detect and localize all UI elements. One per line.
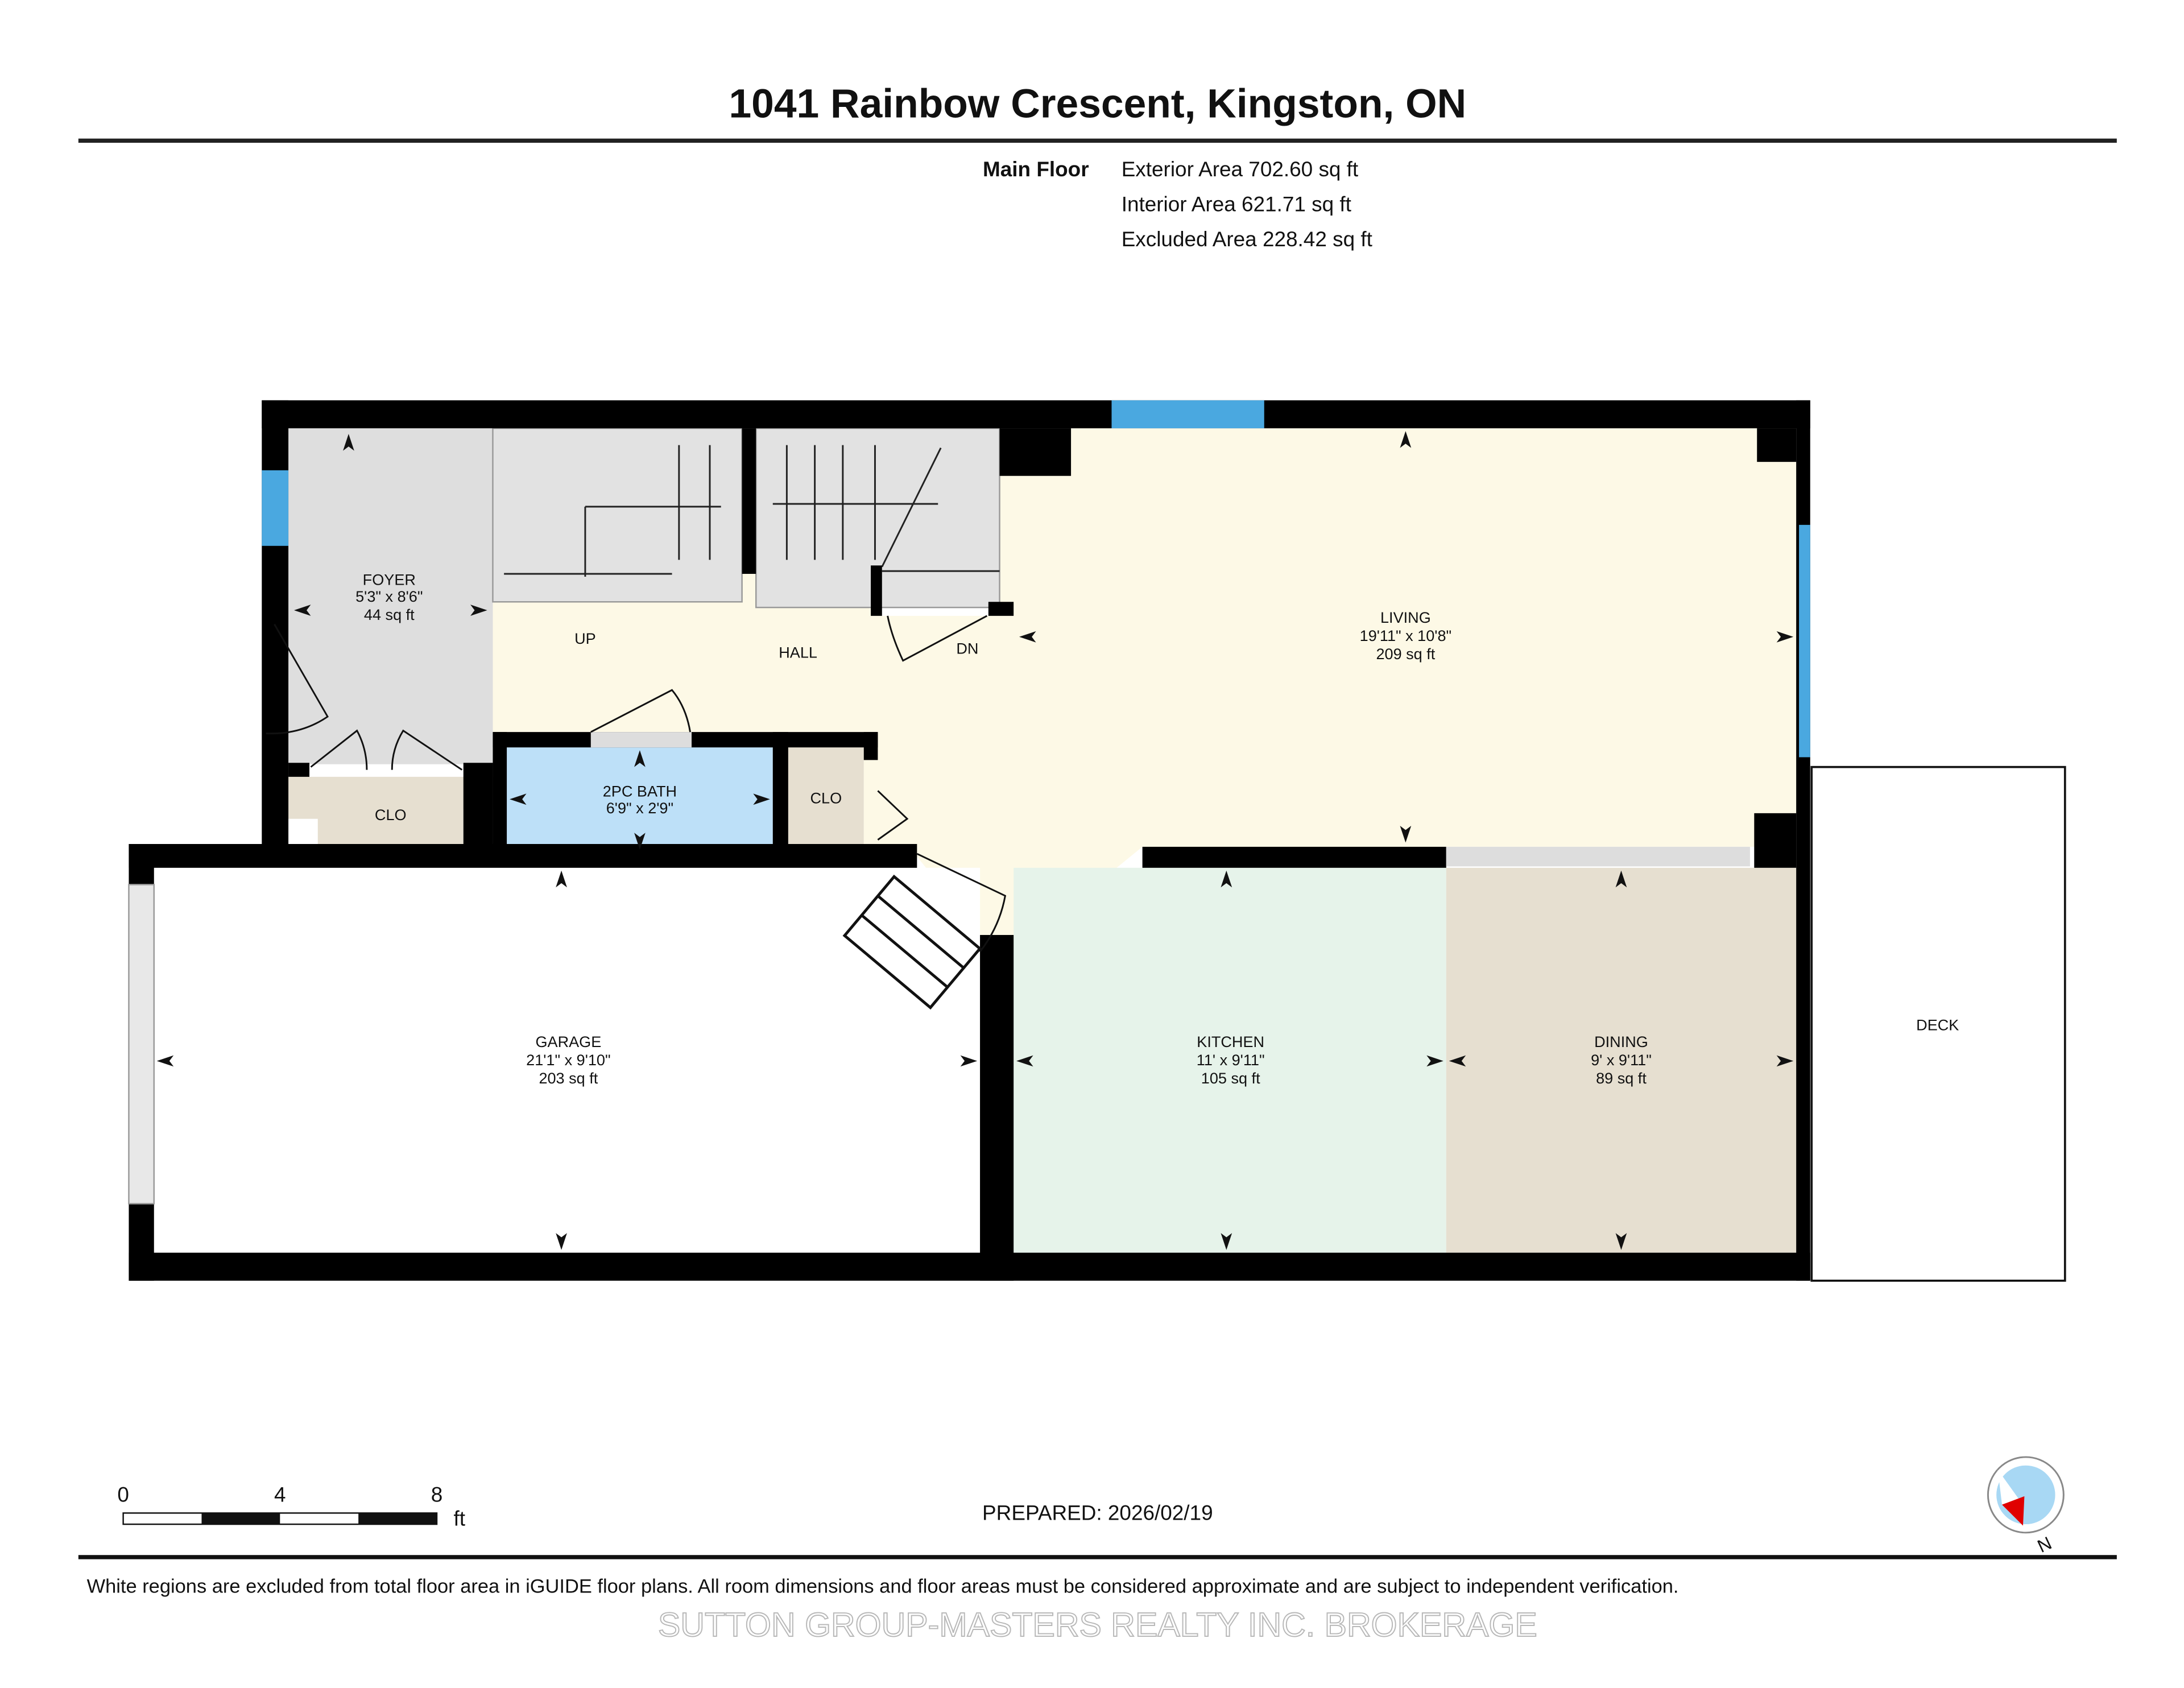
foyer-area: 44 sq ft (364, 606, 415, 623)
scale-bar: 0 4 8 ft (117, 1483, 465, 1530)
bath-fill (507, 747, 773, 853)
hall-closet-label: CLO (810, 789, 842, 807)
foyer-dims: 5'3" x 8'6" (355, 588, 423, 605)
dining-fill (1446, 867, 1797, 1253)
floor-name: Main Floor (983, 158, 1089, 181)
stairs-up-label: UP (574, 630, 596, 647)
dining-label: DINING (1594, 1033, 1648, 1050)
page-title: 1041 Rainbow Crescent, Kingston, ON (729, 81, 1466, 127)
deck-outline (1810, 766, 2066, 1282)
living-hall-fill (493, 428, 1797, 952)
scale-unit: ft (454, 1507, 466, 1530)
kitchen-label: KITCHEN (1197, 1033, 1264, 1050)
bath-label: 2PC BATH (603, 782, 677, 800)
dimension-arrows (156, 431, 1794, 1250)
kitchen-fill (1014, 867, 1446, 1253)
header-divider (78, 138, 2117, 143)
hall-label: HALL (779, 644, 817, 661)
deck-label: DECK (1916, 1016, 1959, 1033)
disclaimer: White regions are excluded from total fl… (87, 1576, 1679, 1598)
living-area: 209 sq ft (1376, 645, 1435, 663)
living-dims: 19'11" x 10'8" (1360, 627, 1451, 644)
garage-steps (842, 874, 982, 1010)
floor-plan: FOYER 5'3" x 8'6" 44 sq ft UP HALL DN LI… (128, 400, 2066, 1282)
dining-dims: 9' x 9'11" (1591, 1051, 1652, 1069)
scale-tick-8: 8 (431, 1483, 443, 1507)
stairs-up (492, 427, 743, 603)
stairs-down-label: DN (956, 639, 978, 657)
garage-label: GARAGE (535, 1033, 601, 1050)
foyer-closet-fill (288, 776, 493, 853)
kitchen-dining-opening (1446, 846, 1750, 867)
bath-dims: 6'9" x 2'9" (606, 799, 673, 817)
compass-north-label: N (2034, 1533, 2055, 1557)
excluded-area: Excluded Area 228.42 sq ft (1122, 227, 1372, 251)
garage-door-opening (128, 884, 155, 1205)
stair-treads (504, 445, 1000, 577)
garage-area: 203 sq ft (539, 1069, 598, 1087)
kitchen-dims: 11' x 9'11" (1197, 1051, 1265, 1069)
living-label: LIVING (1380, 609, 1431, 626)
scale-tick-0: 0 (117, 1483, 129, 1507)
kitchen-area: 105 sq ft (1201, 1069, 1260, 1087)
window-top (1111, 400, 1264, 429)
interior-area: Interior Area 621.71 sq ft (1122, 193, 1351, 216)
bath-door-opening (590, 732, 692, 748)
garage-dims: 21'1" x 9'10" (526, 1051, 610, 1069)
foyer-label: FOYER (363, 571, 416, 589)
footer-divider (78, 1555, 2117, 1559)
compass-icon: N (1987, 1456, 2065, 1557)
window-right (1799, 524, 1810, 758)
window-left (262, 470, 289, 546)
exterior-area: Exterior Area 702.60 sq ft (1122, 158, 1359, 181)
foyer-closet-label: CLO (375, 806, 407, 824)
dining-area: 89 sq ft (1596, 1069, 1647, 1087)
closet-fill (788, 747, 864, 850)
door-swings (266, 615, 1007, 953)
scale-tick-4: 4 (274, 1483, 286, 1507)
garage-fill (154, 867, 981, 1253)
prepared-date: PREPARED: 2026/02/19 (982, 1501, 1213, 1525)
watermark: SUTTON GROUP-MASTERS REALTY INC. BROKERA… (658, 1606, 1537, 1644)
